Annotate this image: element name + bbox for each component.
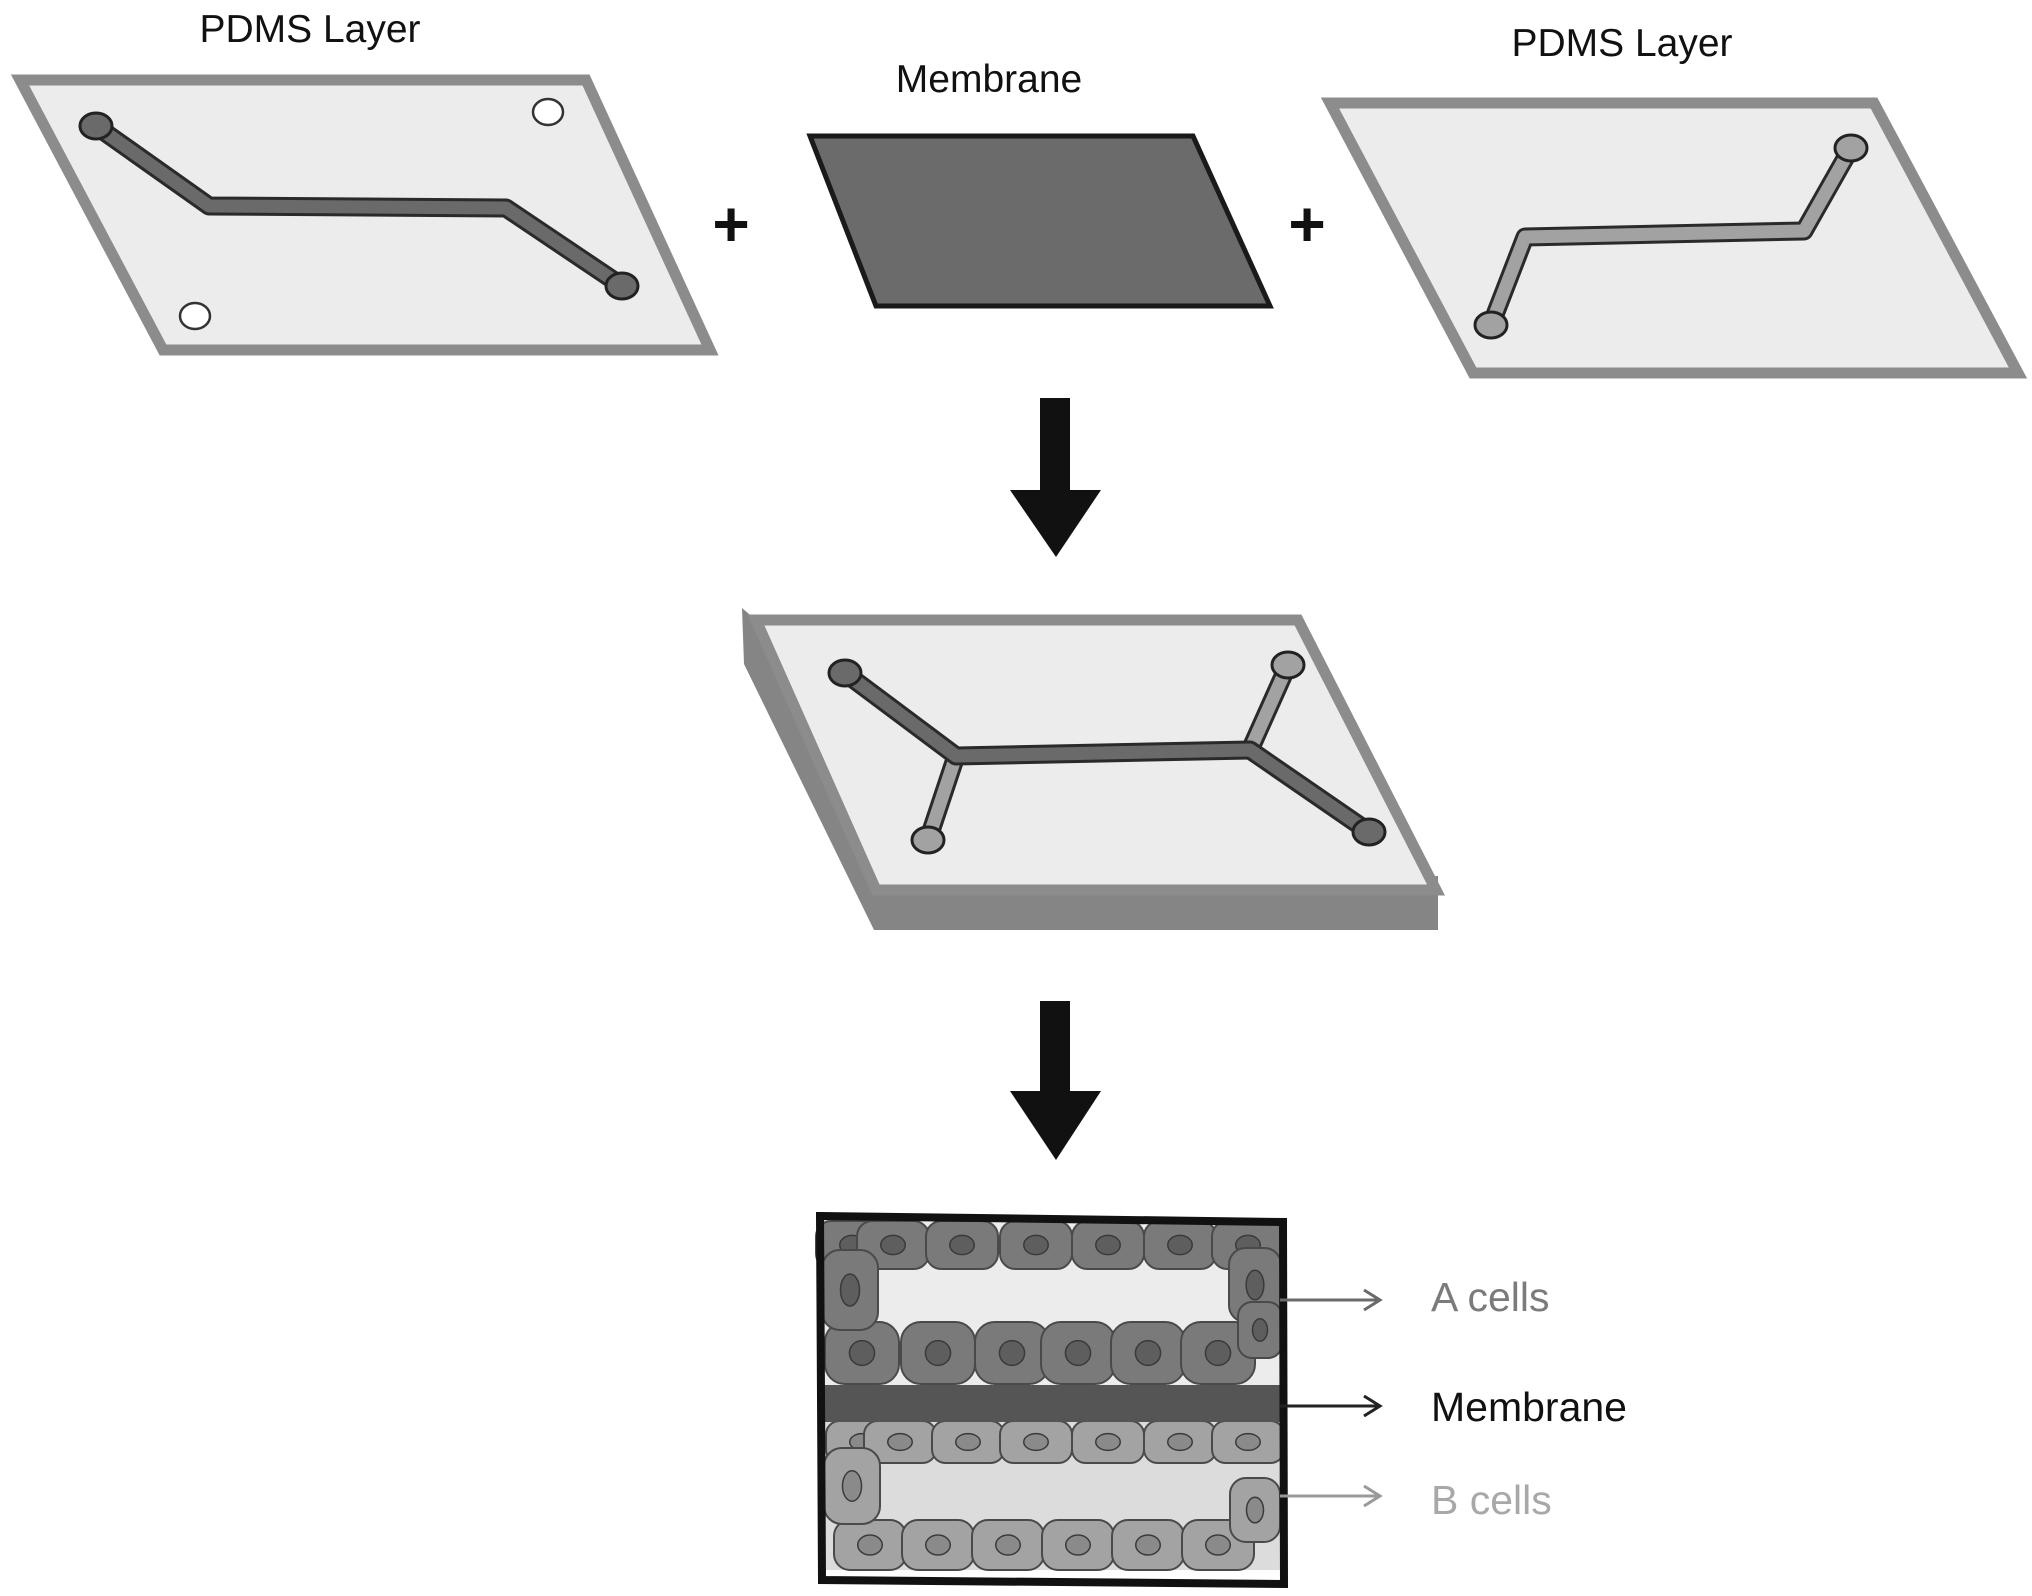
cell-nucleus — [1245, 1269, 1265, 1301]
b-cells-label: B cells — [1431, 1477, 1552, 1523]
cell-nucleus — [841, 1470, 863, 1502]
cell — [863, 1420, 937, 1464]
plus-sign-1: + — [712, 188, 749, 260]
b-cells-bottom-row — [833, 1519, 1255, 1571]
cell — [821, 1249, 879, 1331]
pdms-layer-left-title: PDMS Layer — [199, 8, 420, 51]
cell — [999, 1420, 1073, 1464]
cell-nucleus — [1251, 1318, 1269, 1342]
cell-nucleus — [1167, 1432, 1193, 1452]
cell — [833, 1519, 907, 1571]
cell — [925, 1220, 999, 1270]
cell-nucleus — [995, 1534, 1021, 1556]
cell-nucleus — [998, 1339, 1026, 1367]
cell-nucleus — [1204, 1339, 1232, 1367]
cell — [1143, 1220, 1217, 1270]
pdms-right-port-light — [1473, 310, 1509, 340]
cell — [1040, 1321, 1116, 1385]
cell-nucleus — [1023, 1432, 1049, 1452]
pdms-right-port-light — [1833, 133, 1869, 163]
a-cells-pointer — [1280, 1288, 1383, 1312]
membrane-side-label: Membrane — [1431, 1384, 1627, 1430]
cell-nucleus — [1235, 1432, 1261, 1452]
cell-nucleus — [1205, 1534, 1231, 1556]
cell — [1071, 1420, 1145, 1464]
cross-section-frame — [815, 1211, 1289, 1589]
cell — [999, 1220, 1073, 1270]
cell-nucleus — [1064, 1339, 1092, 1367]
cell-nucleus — [925, 1534, 951, 1556]
cell — [1041, 1519, 1115, 1571]
cell-nucleus — [1095, 1432, 1121, 1452]
cell-nucleus — [887, 1432, 913, 1452]
device-port-light — [1270, 650, 1306, 680]
cell-nucleus — [857, 1534, 883, 1556]
pdms-layer-right — [1320, 97, 2028, 379]
membrane-pointer — [1280, 1394, 1383, 1418]
device-port-dark — [827, 658, 863, 688]
cell — [1110, 1321, 1186, 1385]
cell — [901, 1519, 975, 1571]
pdms-layer-right-title: PDMS Layer — [1511, 22, 1732, 65]
cell — [1111, 1519, 1185, 1571]
cell-nucleus — [1134, 1339, 1162, 1367]
pdms-left-hole — [178, 301, 212, 331]
cell-nucleus — [924, 1339, 952, 1367]
cell — [1071, 1220, 1145, 1270]
cell — [931, 1420, 1005, 1464]
cell — [1229, 1477, 1281, 1543]
cell-nucleus — [955, 1432, 981, 1452]
cell-nucleus — [949, 1234, 975, 1256]
pdms-layer-left — [10, 74, 719, 356]
cross-section-membrane — [822, 1385, 1282, 1422]
device-port-dark — [1351, 817, 1387, 847]
cell-nucleus — [839, 1273, 861, 1307]
plus-sign-2: + — [1288, 188, 1325, 260]
cell-nucleus — [1095, 1234, 1121, 1256]
cell — [971, 1519, 1045, 1571]
pdms-left-port-dark — [604, 271, 640, 301]
cell — [823, 1447, 881, 1525]
assembled-device — [742, 608, 1445, 930]
membrane-title: Membrane — [896, 58, 1082, 101]
cell-nucleus — [1245, 1496, 1265, 1524]
cell — [1143, 1420, 1217, 1464]
cross-section — [815, 1211, 1289, 1589]
down-arrow-icon — [1010, 398, 1101, 557]
membrane-sheet — [806, 133, 1274, 309]
pdms-left-hole — [531, 97, 565, 127]
cell-nucleus — [848, 1339, 876, 1367]
a-cells-bottom-row — [824, 1321, 1256, 1385]
b-cells-pointer — [1280, 1484, 1383, 1508]
b-cells-side — [823, 1447, 1281, 1543]
device-port-light — [910, 825, 946, 855]
b-cells-top-row — [825, 1420, 1285, 1464]
a-cells-top-row — [815, 1220, 1285, 1270]
pdms-left-port-dark — [78, 111, 114, 141]
cell — [1211, 1420, 1285, 1464]
cell-nucleus — [1135, 1534, 1161, 1556]
a-cells-label: A cells — [1431, 1274, 1550, 1320]
device-side — [742, 608, 1438, 930]
cell-nucleus — [1065, 1534, 1091, 1556]
cell — [974, 1321, 1050, 1385]
cell — [900, 1321, 976, 1385]
cell — [1180, 1321, 1256, 1385]
cell — [1237, 1301, 1283, 1359]
down-arrow-icon — [1010, 1001, 1101, 1160]
cell-nucleus — [880, 1234, 906, 1256]
cell-nucleus — [1167, 1234, 1193, 1256]
cell-nucleus — [1023, 1234, 1049, 1256]
cell — [824, 1321, 900, 1385]
